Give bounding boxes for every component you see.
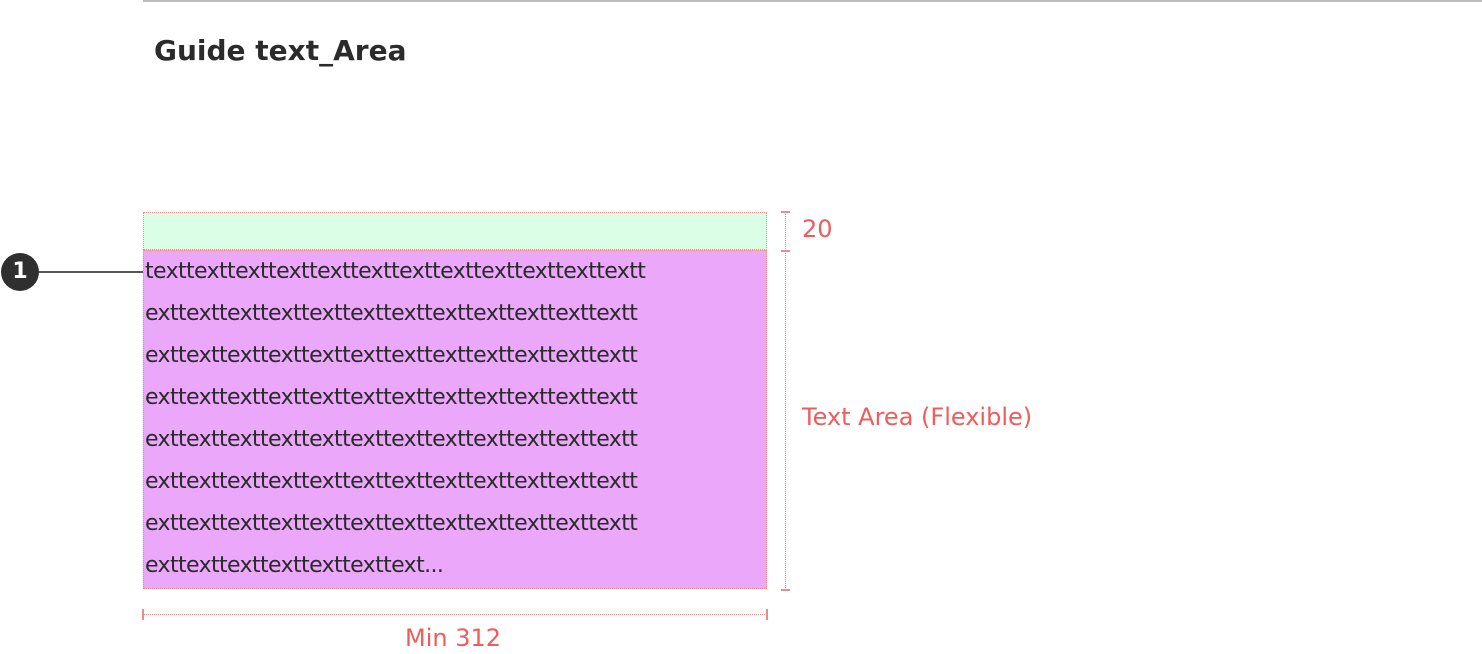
dimension-tick xyxy=(766,609,768,620)
callout-leader-line xyxy=(39,271,143,273)
text-line: exttexttexttexttexttexttexttexttexttextt… xyxy=(145,343,638,368)
page-title: Guide text_Area xyxy=(154,34,407,67)
text-line: exttexttexttexttexttexttexttexttexttextt… xyxy=(145,301,638,326)
min-width-label: Min 312 xyxy=(405,624,502,652)
dimension-tick xyxy=(781,589,790,591)
text-area-dimension-line xyxy=(785,251,786,590)
top-padding-dimension-line xyxy=(785,212,786,251)
top-padding-zone xyxy=(143,212,767,250)
text-line: exttexttexttexttexttexttext... xyxy=(145,553,444,578)
text-line: texttexttexttexttexttexttexttexttexttext… xyxy=(145,259,646,284)
text-line: exttexttexttexttexttexttexttexttexttextt… xyxy=(145,469,638,494)
top-padding-label: 20 xyxy=(802,215,833,243)
text-line: exttexttexttexttexttexttexttexttexttextt… xyxy=(145,385,638,410)
text-line: exttexttexttexttexttexttexttexttexttextt… xyxy=(145,511,638,536)
dimension-tick xyxy=(781,211,790,213)
dimension-tick xyxy=(142,609,144,620)
text-area-label: Text Area (Flexible) xyxy=(802,403,1033,431)
width-dimension-line xyxy=(143,614,767,615)
callout-badge: 1 xyxy=(1,253,39,291)
text-line: exttexttexttexttexttexttexttexttexttextt… xyxy=(145,427,638,452)
text-area-zone: texttexttexttexttexttexttexttexttexttext… xyxy=(143,250,767,589)
top-divider xyxy=(143,0,1482,2)
